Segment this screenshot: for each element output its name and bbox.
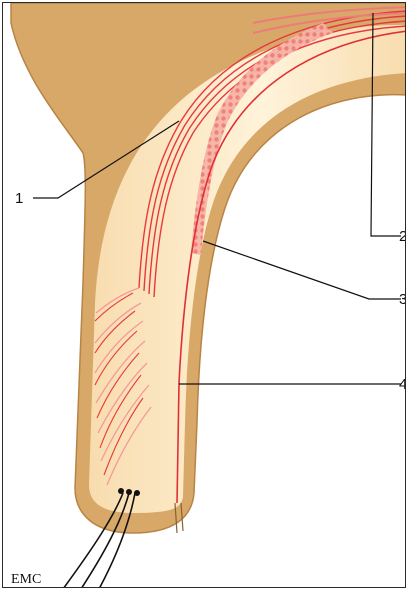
label-1: 1 — [15, 190, 23, 207]
label-4: 4 — [399, 376, 406, 393]
anatomy-diagram: 1 2 3 4 EMC — [3, 3, 406, 588]
leader-3 — [203, 241, 401, 299]
label-3: 3 — [399, 291, 406, 308]
label-2: 2 — [399, 228, 406, 245]
diagram-frame: 1 2 3 4 EMC — [2, 2, 406, 588]
emc-logo: EMC — [11, 572, 41, 587]
